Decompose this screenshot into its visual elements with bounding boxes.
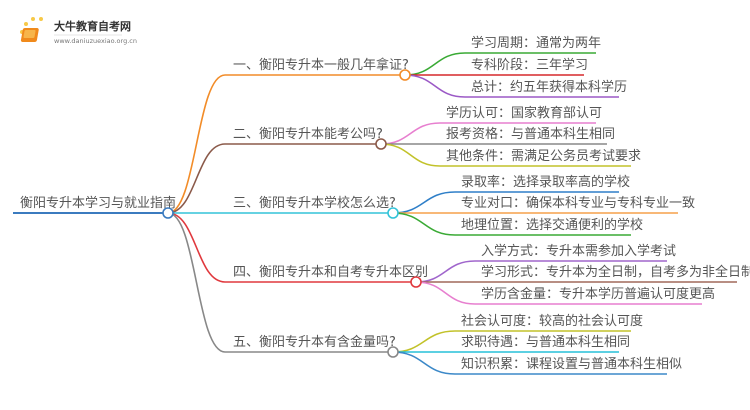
leaf-topic[interactable]: 专科阶段：三年学习 bbox=[471, 57, 588, 73]
collapse-toggle-icon[interactable] bbox=[399, 69, 411, 81]
logo-url: www.daniuzuexiao.org.cn bbox=[54, 37, 137, 45]
leaf-topic[interactable]: 学历含金量：专升本学历普遍认可度更高 bbox=[481, 286, 715, 302]
book-logo-icon bbox=[20, 17, 43, 42]
leaf-topic[interactable]: 其他条件：需满足公务员考试要求 bbox=[446, 148, 641, 164]
branch-topic[interactable]: 五、衡阳专升本有含金量吗? bbox=[233, 334, 396, 350]
leaf-topic[interactable]: 社会认可度：较高的社会认可度 bbox=[461, 313, 643, 329]
leaf-topic[interactable]: 学习形式：专升本为全日制，自考多为非全日制 bbox=[481, 264, 750, 280]
branch-line bbox=[167, 143, 381, 214]
leaf-topic[interactable]: 知识积累：课程设置与普通本科生相似 bbox=[461, 356, 682, 372]
branch-line bbox=[167, 74, 405, 214]
logo-title: 大牛教育自考网 bbox=[54, 19, 131, 33]
branch-topic[interactable]: 一、衡阳专升本一般几年拿证? bbox=[233, 57, 409, 73]
leaf-line bbox=[404, 52, 596, 76]
leaf-topic[interactable]: 地理位置：选择交通便利的学校 bbox=[461, 217, 643, 233]
leaf-topic[interactable]: 学历认可：国家教育部认可 bbox=[446, 105, 602, 121]
leaf-line bbox=[404, 74, 619, 98]
leaf-topic[interactable]: 总计：约五年获得本科学历 bbox=[471, 79, 627, 95]
collapse-toggle-icon[interactable] bbox=[410, 276, 422, 288]
branch-line bbox=[167, 212, 393, 353]
leaf-topic[interactable]: 学习周期：通常为两年 bbox=[471, 35, 601, 51]
collapse-toggle-icon[interactable] bbox=[387, 207, 399, 219]
collapse-toggle-icon[interactable] bbox=[162, 207, 174, 219]
leaf-line bbox=[392, 212, 631, 236]
logo: 大牛教育自考网 www.daniuzuexiao.org.cn bbox=[20, 17, 137, 45]
leaf-topic[interactable]: 求职待遇：与普通本科生相同 bbox=[461, 335, 630, 350]
branch-line bbox=[167, 212, 416, 283]
leaf-line bbox=[392, 330, 631, 353]
leaf-topic[interactable]: 专业对口：确保本科专业与专科专业一致 bbox=[461, 196, 695, 211]
leaf-line bbox=[392, 191, 619, 214]
leaf-topic[interactable]: 入学方式：专升本需参加入学考试 bbox=[481, 243, 676, 259]
collapse-toggle-icon[interactable] bbox=[375, 138, 387, 150]
leaf-line bbox=[415, 281, 702, 305]
leaf-line bbox=[392, 351, 667, 375]
leaf-line bbox=[380, 143, 631, 167]
root-topic[interactable]: 衡阳专升本学习与就业指南 bbox=[20, 195, 176, 211]
leaf-topic[interactable]: 录取率：选择录取率高的学校 bbox=[461, 174, 630, 190]
leaf-topic[interactable]: 报考资格：与普通本科生相同 bbox=[446, 126, 615, 142]
branch-topic[interactable]: 四、衡阳专升本和自考专升本区别 bbox=[233, 265, 428, 280]
collapse-toggle-icon[interactable] bbox=[387, 346, 399, 358]
branch-topic[interactable]: 二、衡阳专升本能考公吗? bbox=[233, 127, 383, 142]
branch-topic[interactable]: 三、衡阳专升本学校怎么选? bbox=[233, 195, 396, 211]
